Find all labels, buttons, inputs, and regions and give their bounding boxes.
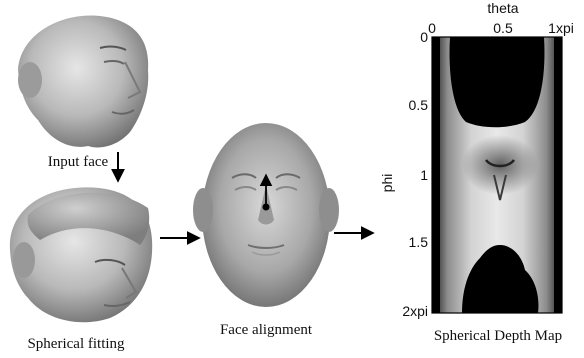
- caption-input-face: Input face: [48, 154, 109, 170]
- caption-spherical-fitting: Spherical fitting: [27, 336, 125, 352]
- x-tick-label: 1xpi: [548, 20, 574, 36]
- y-tick-label: 1.5: [409, 234, 429, 250]
- x-tick-label: 0.5: [493, 20, 513, 36]
- spherical-fitting-image: [10, 187, 152, 322]
- y-tick-label: 1: [420, 167, 428, 183]
- axis-title-phi: phi: [379, 174, 395, 193]
- caption-face-alignment: Face alignment: [220, 322, 313, 338]
- y-tick-label: 0.5: [409, 97, 429, 113]
- ear-icon: [18, 62, 42, 98]
- y-tick-label: 2xpi: [402, 303, 428, 319]
- input-face-image: [18, 16, 148, 148]
- aligned-face-image: [193, 123, 339, 307]
- ear-icon: [13, 242, 35, 278]
- x-tick-label: 0: [428, 20, 436, 36]
- ear-icon: [193, 188, 213, 232]
- axis-title-theta: theta: [487, 0, 518, 16]
- y-tick-label: 0: [420, 29, 428, 45]
- depth-map-image: [432, 37, 562, 313]
- caption-depth-map: Spherical Depth Map: [434, 328, 562, 344]
- nose-tip-dot: [263, 204, 270, 211]
- ear-icon: [319, 188, 339, 232]
